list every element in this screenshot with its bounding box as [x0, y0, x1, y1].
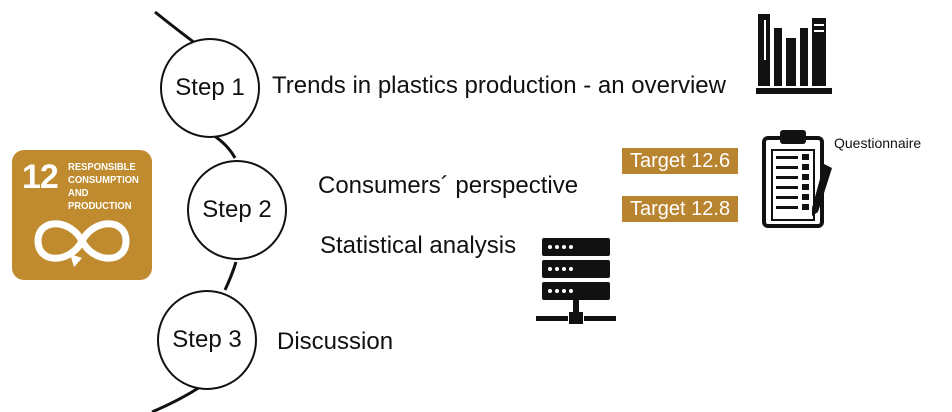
step-3-label: Step 3 [172, 326, 242, 353]
step-2-circle: Step 2 [187, 160, 287, 260]
infinity-loop-icon [34, 220, 130, 267]
step-2-description: Consumers´ perspective [318, 172, 579, 199]
sdg-title: RESPONSIBLE CONSUMPTION AND PRODUCTION [68, 161, 144, 213]
clipboard-checklist-icon [762, 130, 832, 228]
sdg-12-badge: 12 RESPONSIBLE CONSUMPTION AND PRODUCTIO… [12, 150, 152, 280]
questionnaire-label: Questionnaire [834, 135, 922, 151]
step-2-label: Step 2 [202, 196, 272, 223]
step-2-analysis: Statistical analysis [320, 232, 517, 259]
step-3-circle: Step 3 [157, 290, 257, 390]
sdg-title-line2: CONSUMPTION [68, 174, 139, 186]
server-database-icon [536, 238, 616, 324]
sdg-number: 12 [22, 158, 59, 196]
target-12-6: Target 12.6 [622, 148, 739, 174]
sdg-title-line1: RESPONSIBLE [68, 161, 136, 173]
step-1-description: Trends in plastics production - an overv… [272, 72, 726, 99]
target-12-8: Target 12.8 [622, 196, 739, 222]
books-icon [756, 14, 832, 94]
sdg-title-line3: AND PRODUCTION [68, 187, 132, 212]
step-3-description: Discussion [277, 328, 394, 355]
step-1-circle: Step 1 [160, 38, 260, 138]
step-1-label: Step 1 [175, 74, 245, 101]
